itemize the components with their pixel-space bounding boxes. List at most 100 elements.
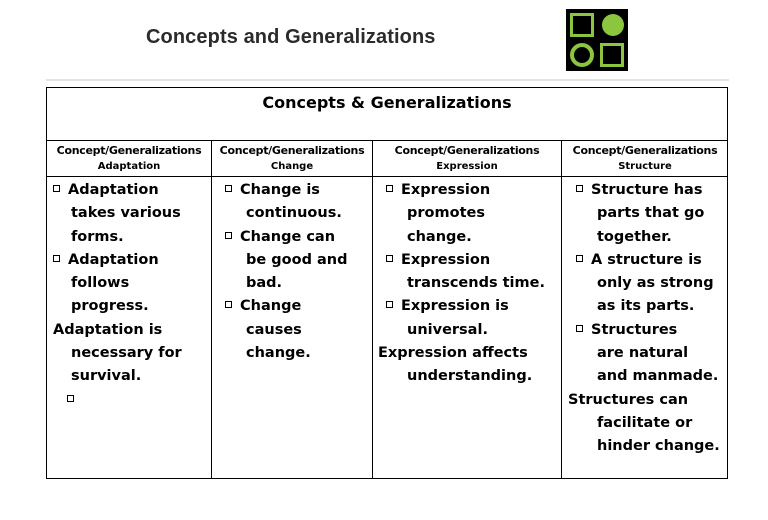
cell-text: together. [597,228,672,245]
cell-line: Change is [217,179,371,202]
cell-line: are natural [568,342,727,365]
cell-text: forms. [71,228,124,245]
cell-line: Expression is [378,295,560,318]
cell-line: causes [217,319,371,342]
cell-line: promotes [378,202,560,225]
cell-text: change. [246,345,311,362]
cell-text: Change can [240,228,336,245]
table-title: Concepts & Generalizations [262,93,512,112]
cell-text: Change is [240,182,320,198]
cell-line: Adaptation [53,249,209,272]
cell-line: hinder change. [568,435,727,458]
bullet-icon [225,185,232,192]
cell-text: change. [407,228,472,245]
cell-text: Expression affects [378,345,528,362]
bullet-icon [386,185,393,192]
column-heading: Concept/Generalizations [219,144,365,157]
logo-square-icon [600,43,624,67]
column-divider [211,140,212,478]
header-divider [47,140,727,141]
cell-line: change. [378,226,560,249]
cell-line: facilitate or [568,412,727,435]
cell-text: Structures can [568,391,689,408]
bullet-icon [53,185,60,192]
column-change-body: Change is continuous. Change can be good an… [217,179,371,365]
cell-line: Expression [378,179,560,202]
cell-text: bad. [246,275,283,292]
bullet-icon [225,301,232,309]
cell-line: only as strong [568,272,727,295]
cell-text: Expression [401,251,491,268]
cell-line: and manmade. [568,365,727,388]
cell-text: only as strong [597,275,714,292]
column-concept: Adaptation [97,161,161,172]
cell-line: as its parts. [568,295,727,318]
cell-line: Structure has [568,179,727,202]
cell-line: bad. [217,272,371,295]
column-divider [372,140,373,478]
bullet-icon [576,324,583,332]
cell-line: transcends time. [378,272,560,295]
logo [566,9,628,71]
cell-line: Change [217,295,371,318]
cell-line: continuous. [217,202,371,225]
cell-line: together. [568,226,727,249]
cell-line: progress. [53,295,209,318]
cell-line: change. [217,342,371,365]
bullet-icon [67,394,74,402]
cell-text: understanding. [407,368,533,385]
cell-text: Structure has [591,182,703,198]
slide-title: Concepts and Generalizations [146,26,436,48]
column-divider [561,140,562,478]
cell-line: be good and [217,249,371,272]
cell-text: and manmade. [597,368,719,385]
cell-line: Structures [568,319,727,342]
cell-line: Adaptation is [53,319,209,342]
cell-text: Adaptation [68,182,159,198]
cell-line: necessary for [53,342,209,365]
cell-text: Structures [591,321,678,338]
cell-line: Structures can [568,389,727,412]
column-heading: Concept/Generalizations [394,144,540,157]
cell-text: are natural [597,345,689,362]
bullet-icon [386,301,393,309]
cell-line: Expression affects [378,342,560,365]
logo-square-icon [570,13,594,37]
bullet-icon [53,254,60,262]
column-concept: Structure [618,161,672,172]
cell-line: follows [53,272,209,295]
cell-text: promotes [407,205,485,222]
cell-text: follows [71,275,130,292]
cell-text: hinder change. [597,438,720,455]
cell-text: be good and [246,251,348,268]
cell-text: facilitate or [597,414,693,431]
cell-text: A structure is [591,251,702,268]
cell-text: progress. [71,298,149,315]
logo-dot-icon [602,14,624,36]
cell-line: A structure is [568,249,727,272]
bullet-icon [225,231,232,239]
bullet-icon [386,254,393,262]
bullet-icon [576,185,583,192]
cell-line: Expression [378,249,560,272]
header-bottom-divider [47,176,727,177]
cell-text: transcends time. [407,275,545,292]
column-heading: Concept/Generalizations [56,144,202,157]
column-adaptation-body: Adaptation takes various forms. Adaptation f… [53,179,209,412]
cell-line: forms. [53,226,209,249]
column-concept: Expression [436,161,498,172]
cell-text: Expression [401,182,491,198]
cell-text: necessary for [71,345,182,362]
cell-line: parts that go [568,202,727,225]
cell-text: survival. [71,368,142,385]
cell-line: survival. [53,365,209,388]
cell-text: universal. [407,321,488,338]
logo-ring-icon [570,43,594,67]
cell-line: takes various [53,202,209,225]
cell-text: parts that go [597,205,705,222]
cell-text: Adaptation is [53,321,163,338]
divider [46,79,729,81]
cell-text: causes [246,321,302,338]
column-expression-body: Expression promotes change. Expression trans… [378,179,560,389]
cell-text: takes various [71,205,181,222]
